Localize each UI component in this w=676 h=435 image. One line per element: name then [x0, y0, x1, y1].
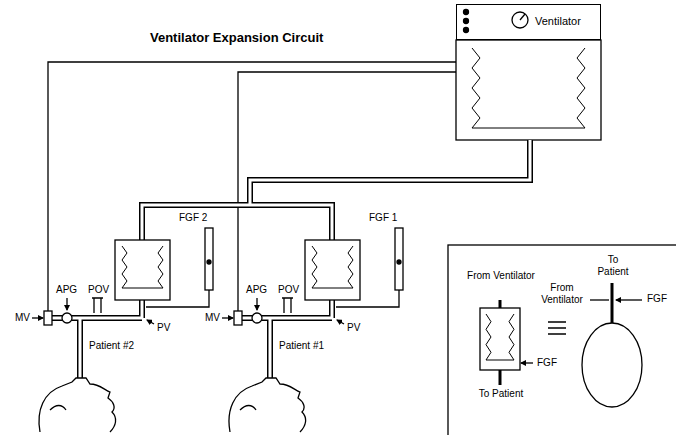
inset-label: To Patient [466, 388, 536, 400]
ventilator-box: Ventilator [456, 4, 601, 40]
inset-label: FGF [646, 293, 668, 305]
valve-label: MV [204, 312, 221, 324]
valve-label: PV [346, 322, 361, 334]
flow-label: FGF 1 [368, 212, 398, 224]
inset-label: From Ventilator [466, 270, 536, 282]
inset-label: From Ventilator [534, 282, 590, 306]
gauge-label: APG [245, 284, 268, 296]
valve-label: POV [277, 284, 300, 296]
patient-label: Patient #2 [88, 340, 135, 352]
bellows [472, 48, 585, 128]
flow-label: FGF 2 [178, 212, 208, 224]
valve-label: MV [14, 312, 31, 324]
patient-label: Patient #1 [278, 340, 325, 352]
node-text: Ventilator [535, 15, 581, 28]
inset-label: FGF [536, 357, 558, 369]
bellows [486, 314, 514, 360]
inset-label: To Patient [590, 254, 636, 278]
bellows [312, 246, 353, 288]
bellows [122, 246, 163, 288]
valve-label: PV [156, 322, 171, 334]
valve-label: POV [87, 284, 110, 296]
gauge-label: APG [55, 284, 78, 296]
diagram-title: Ventilator Expansion Circuit [150, 30, 323, 45]
